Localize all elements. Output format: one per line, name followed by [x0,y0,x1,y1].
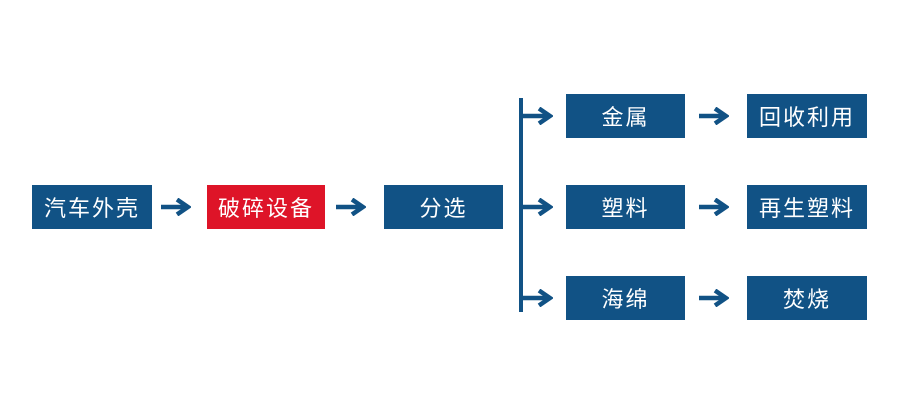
node-sorting: 分选 [384,185,503,229]
arrow-right-icon [336,198,366,216]
node-plastic: 塑料 [566,185,685,229]
node-car-shell: 汽车外壳 [32,185,152,229]
arrow-right-icon [161,198,191,216]
arrow-right-icon [699,107,729,125]
node-incineration: 焚烧 [747,276,867,320]
node-sponge: 海绵 [566,276,685,320]
node-recycled-plastic: 再生塑料 [747,185,867,229]
node-metal: 金属 [566,94,685,138]
node-recycling: 回收利用 [747,94,867,138]
arrow-right-icon [699,198,729,216]
node-crushing-equipment: 破碎设备 [207,185,325,229]
arrow-right-icon [521,107,553,125]
arrow-right-icon [521,198,553,216]
arrow-right-icon [521,289,553,307]
arrow-right-icon [699,289,729,307]
